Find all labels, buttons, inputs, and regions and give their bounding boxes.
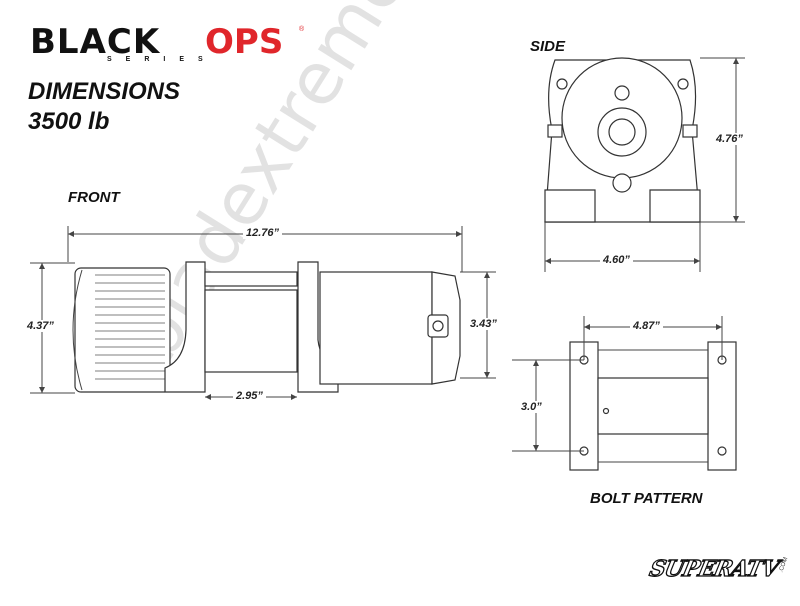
- superatv-logo: SUPERATV: [647, 555, 782, 582]
- logo-series-text: SERIES: [107, 56, 217, 63]
- front-view-drawing: [30, 226, 496, 400]
- dim-drum-width: 2.95”: [233, 390, 266, 402]
- page-subtitle: 3500 lb: [28, 108, 110, 135]
- dim-front-height: 4.37”: [24, 320, 57, 332]
- dim-front-length: 12.76”: [243, 227, 283, 239]
- dim-gearbox-height: 3.43”: [467, 318, 500, 330]
- bolt-pattern-label: BOLT PATTERN: [590, 490, 703, 507]
- dim-side-height: 4.76”: [713, 133, 746, 145]
- bolt-pattern-drawing: [512, 316, 737, 471]
- registered-mark: ®: [299, 26, 305, 33]
- dim-bolt-width: 4.87”: [630, 320, 663, 332]
- dim-bolt-depth: 3.0”: [518, 401, 545, 413]
- side-view-label: SIDE: [530, 38, 566, 55]
- page-title: DIMENSIONS: [28, 78, 181, 105]
- front-view-label: FRONT: [68, 189, 120, 206]
- logo-black-text: BLACK: [30, 22, 161, 62]
- logo-ops-text: OPS: [205, 22, 284, 62]
- dim-side-width: 4.60”: [600, 254, 633, 266]
- side-view-drawing: [544, 57, 745, 272]
